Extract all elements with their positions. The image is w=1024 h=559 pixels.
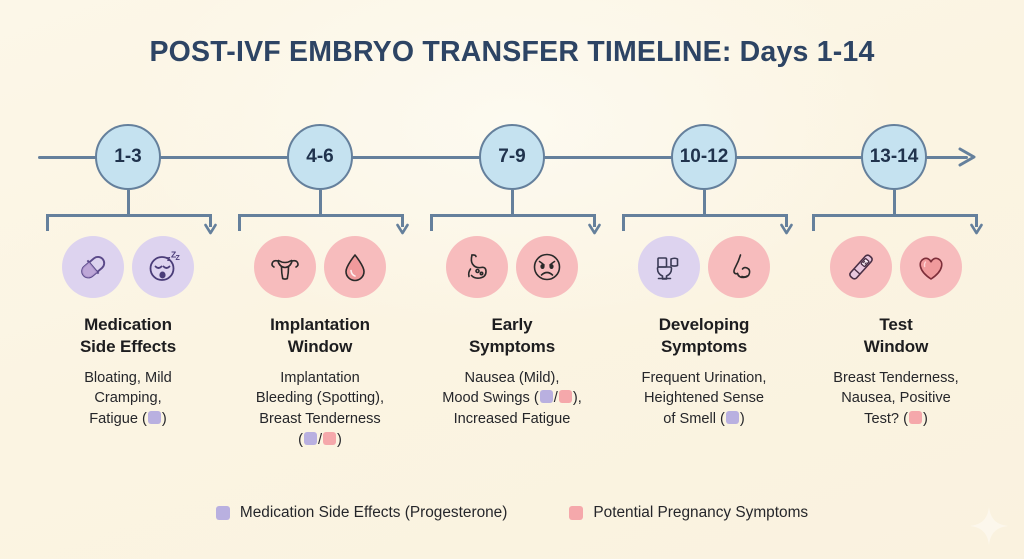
legend-item-pregnancy: Potential Pregnancy Symptoms xyxy=(569,504,808,522)
timeline-node-label: 4-6 xyxy=(306,146,334,167)
stomach-icon xyxy=(446,236,508,298)
stage-description-line-with-swatch: Fatigue () xyxy=(89,410,167,427)
timeline-node-label: 1-3 xyxy=(114,146,142,167)
inline-swatch-purple xyxy=(725,410,739,424)
stage-icon-group xyxy=(604,236,804,298)
stage-title: Developing Symptoms xyxy=(658,315,750,356)
legend-swatch-purple xyxy=(215,506,230,520)
stage-implantation-window: Implantation Window Implantation Bleedin… xyxy=(220,236,420,450)
stage-description: Implantation Bleeding (Spotting), Breast… xyxy=(220,368,420,451)
connector-bracket-3 xyxy=(430,190,601,235)
connector-bracket-5 xyxy=(812,190,983,235)
stage-title: Medication Side Effects xyxy=(79,315,177,356)
stage-title: Test Window xyxy=(863,315,929,356)
connector-arrow-icon xyxy=(588,223,601,235)
stage-description: Breast Tenderness, Nausea, Positive Test… xyxy=(796,368,996,430)
timeline-node-4[interactable]: 10-12 xyxy=(671,124,737,190)
inline-swatch-purple xyxy=(147,410,161,424)
heart-icon xyxy=(900,236,962,298)
timeline-node-2[interactable]: 4-6 xyxy=(287,124,353,190)
stage-icon-group xyxy=(220,236,420,298)
connector-arrow-icon xyxy=(780,223,793,235)
sparkle-decoration-icon xyxy=(970,507,1008,545)
svg-text:Z: Z xyxy=(171,250,176,260)
nose-icon xyxy=(708,236,770,298)
connector-bracket-4 xyxy=(622,190,793,235)
inline-swatch-pink xyxy=(558,390,572,404)
pill-icon xyxy=(62,236,124,298)
stage-description-line-with-swatch: Test? () xyxy=(864,410,928,427)
stage-description: Nausea (Mild), Mood Swings (/), Increase… xyxy=(412,368,612,430)
stage-title: Implantation Window xyxy=(270,315,370,356)
stage-description: Bloating, Mild Cramping, Fatigue () xyxy=(28,368,228,430)
stage-icon-group: z Z Z xyxy=(28,236,228,298)
stage-description-line-with-swatch: Mood Swings (/), xyxy=(442,390,582,407)
stage-description: Frequent Urination, Heightened Sense of … xyxy=(604,368,804,430)
stage-description-line-with-swatch: of Smell () xyxy=(663,410,745,427)
legend-label: Medication Side Effects (Progesterone) xyxy=(239,504,508,521)
legend-swatch-pink xyxy=(569,506,584,520)
stage-title: Early Symptoms xyxy=(468,315,556,356)
sad-face-icon xyxy=(516,236,578,298)
page-title: POST-IVF EMBRYO TRANSFER TIMELINE: Days … xyxy=(149,36,875,68)
connector-bracket-1 xyxy=(46,190,217,235)
stage-medication-side-effects: z Z Z Medication Side Effects Bloating, … xyxy=(28,236,228,430)
timeline-node-label: 7-9 xyxy=(498,146,526,167)
stage-icon-group xyxy=(796,236,996,298)
timeline-node-label: 10-12 xyxy=(679,146,729,167)
stage-icon-group xyxy=(412,236,612,298)
pregnancy-test-icon xyxy=(830,236,892,298)
sleeping-face-icon: z Z Z xyxy=(132,236,194,298)
timeline-node-3[interactable]: 7-9 xyxy=(479,124,545,190)
toilet-icon xyxy=(638,236,700,298)
timeline-node-label: 13-14 xyxy=(869,146,919,167)
svg-text:z: z xyxy=(167,256,171,263)
connector-arrow-icon xyxy=(970,223,983,235)
legend-label: Potential Pregnancy Symptoms xyxy=(593,504,809,521)
inline-swatch-pink xyxy=(908,410,922,424)
svg-text:Z: Z xyxy=(176,255,181,262)
connector-arrow-icon xyxy=(204,223,217,235)
stage-description-line-with-swatch: (/) xyxy=(298,431,342,448)
inline-swatch-pink xyxy=(323,431,337,445)
stage-developing-symptoms: Developing Symptoms Frequent Urination, … xyxy=(604,236,804,430)
stage-early-symptoms: Early Symptoms Nausea (Mild), Mood Swing… xyxy=(412,236,612,430)
legend-item-medication: Medication Side Effects (Progesterone) xyxy=(215,504,508,522)
timeline-arrow-icon xyxy=(958,147,976,167)
uterus-icon xyxy=(254,236,316,298)
inline-swatch-purple xyxy=(539,390,553,404)
stage-test-window: Test Window Breast Tenderness, Nausea, P… xyxy=(796,236,996,430)
connector-arrow-icon xyxy=(396,223,409,235)
legend: Medication Side Effects (Progesterone) P… xyxy=(0,504,1024,522)
connector-bracket-2 xyxy=(238,190,409,235)
inline-swatch-purple xyxy=(303,431,317,445)
blood-drop-icon xyxy=(324,236,386,298)
timeline-node-1[interactable]: 1-3 xyxy=(95,124,161,190)
timeline-node-5[interactable]: 13-14 xyxy=(861,124,927,190)
